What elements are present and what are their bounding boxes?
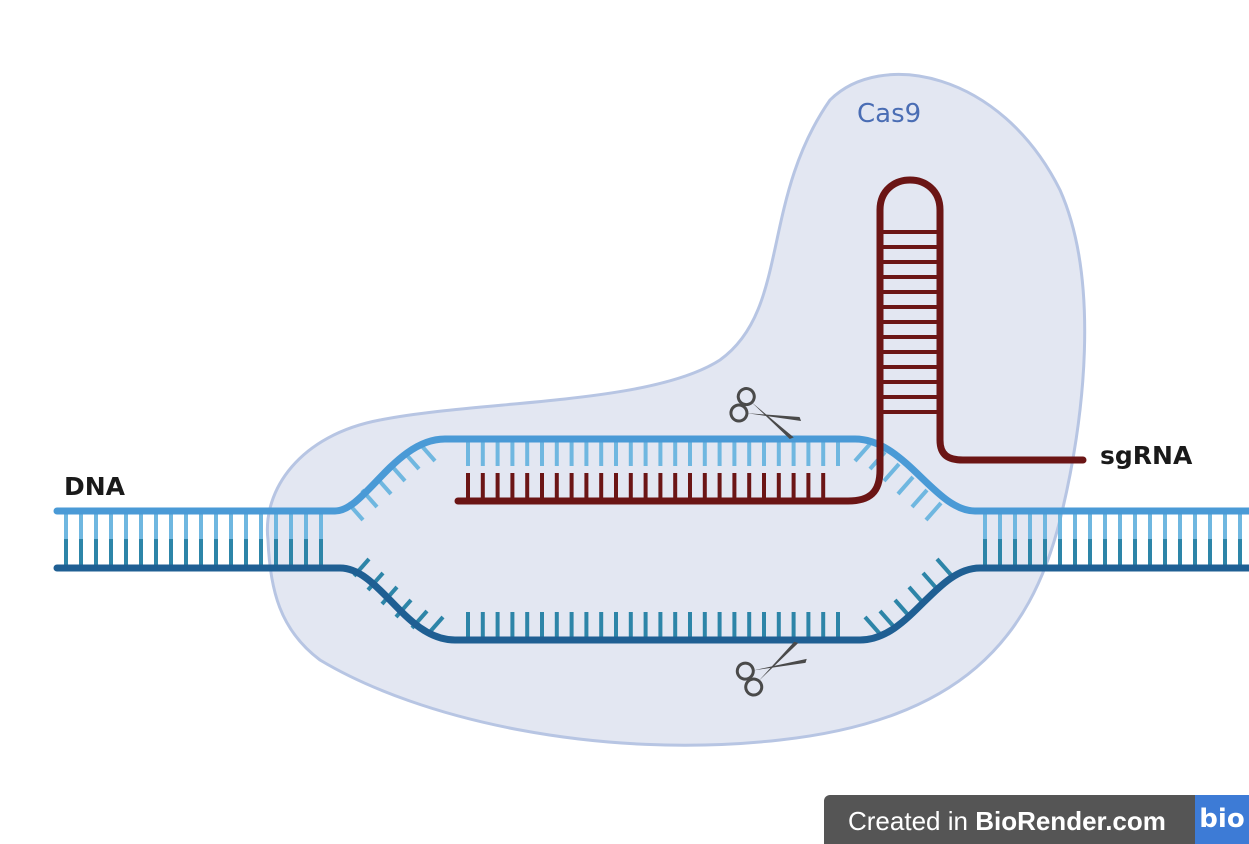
dna-base-pair <box>896 475 915 496</box>
dna-bottom-strand <box>53 564 1249 644</box>
badge-text: Created in BioRender.com <box>848 806 1166 837</box>
sgrna-base-pairs <box>466 230 938 498</box>
badge-brand: BioRender.com <box>975 806 1166 836</box>
dna-base-pair <box>853 442 872 463</box>
dna-base-pairs <box>64 442 1242 637</box>
dna-base-pair <box>882 462 901 483</box>
sgrna-label: sgRNA <box>1100 441 1193 470</box>
dna-label: DNA <box>64 472 126 501</box>
cas9-label: Cas9 <box>857 99 921 129</box>
dna-base-pair <box>924 501 943 522</box>
dna-base-pair <box>394 598 413 619</box>
dna-base-pair <box>910 488 929 509</box>
badge-prefix: Created in <box>848 806 976 836</box>
dna-top-strand <box>53 435 1249 515</box>
dna-base-pair <box>935 557 954 578</box>
dna-base-pair <box>863 615 882 636</box>
biorender-badge[interactable]: Created in BioRender.com bio <box>824 795 1249 844</box>
cas9-protein <box>265 73 1087 747</box>
biorender-logo: bio <box>1195 795 1249 844</box>
dna-base-pair <box>878 609 897 630</box>
sgrna-strand <box>454 176 1087 505</box>
